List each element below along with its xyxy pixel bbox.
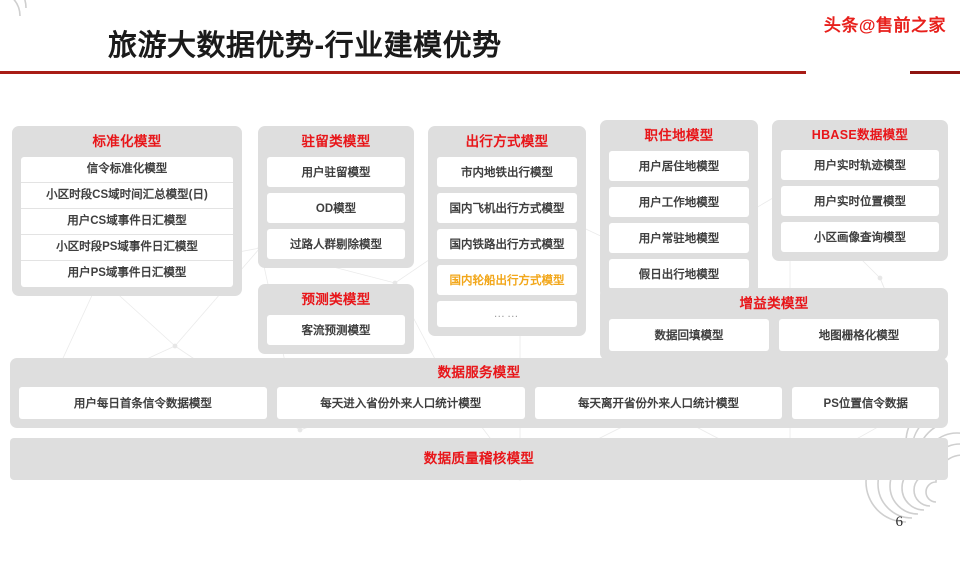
group-work-home[interactable]: 职住地模型 用户居住地模型 用户工作地模型 用户常驻地模型 假日出行地模型 bbox=[600, 120, 758, 298]
list-item-highlighted[interactable]: 国内轮船出行方式模型 bbox=[437, 264, 577, 295]
list-item[interactable]: 用户每日首条信令数据模型 bbox=[19, 386, 267, 419]
page-number: 6 bbox=[895, 514, 904, 530]
header-divider-line bbox=[0, 71, 806, 74]
list-item[interactable]: 地图栅格化模型 bbox=[779, 318, 939, 351]
header-divider-stub bbox=[910, 71, 960, 74]
group-standardization-title: 标准化模型 bbox=[92, 134, 162, 149]
list-item[interactable]: 国内铁路出行方式模型 bbox=[437, 228, 577, 259]
list-item[interactable]: 用户驻留模型 bbox=[267, 156, 405, 187]
list-item[interactable]: 用户居住地模型 bbox=[609, 150, 749, 181]
list-item[interactable]: 用户CS域事件日汇模型 bbox=[21, 207, 233, 234]
list-item[interactable]: 客流预测模型 bbox=[267, 314, 405, 345]
group-data-quality-title: 数据质量稽核模型 bbox=[423, 451, 535, 467]
list-item[interactable]: 用户常驻地模型 bbox=[609, 222, 749, 253]
list-item[interactable]: 小区画像查询模型 bbox=[781, 221, 939, 252]
list-item[interactable]: 市内地铁出行模型 bbox=[437, 156, 577, 187]
list-item[interactable]: 每天进入省份外来人口统计模型 bbox=[276, 386, 525, 419]
group-standardization[interactable]: 标准化模型 信令标准化模型 小区时段CS域时间汇总模型(日) 用户CS域事件日汇… bbox=[12, 126, 242, 296]
watermark-label: 头条@售前之家 bbox=[823, 16, 946, 35]
list-item[interactable]: 信令标准化模型 bbox=[86, 162, 168, 175]
list-item[interactable]: 小区时段PS域事件日汇模型 bbox=[21, 234, 233, 260]
slide-header: 旅游大数据优势-行业建模优势 头条@售前之家 bbox=[0, 0, 960, 80]
list-item[interactable]: 每天离开省份外来人口统计模型 bbox=[534, 386, 783, 419]
group-travel-mode[interactable]: 出行方式模型 市内地铁出行模型 国内飞机出行方式模型 国内铁路出行方式模型 国内… bbox=[428, 126, 586, 336]
page-title: 旅游大数据优势-行业建模优势 bbox=[108, 30, 502, 62]
group-hbase-title: HBASE数据模型 bbox=[811, 128, 909, 142]
group-stay[interactable]: 驻留类模型 用户驻留模型 OD模型 过路人群剔除模型 bbox=[258, 126, 414, 268]
model-architecture-board: 标准化模型 信令标准化模型 小区时段CS域时间汇总模型(日) 用户CS域事件日汇… bbox=[0, 80, 960, 540]
group-data-service-list: 用户每日首条信令数据模型 每天进入省份外来人口统计模型 每天离开省份外来人口统计… bbox=[10, 386, 948, 428]
group-forecast-list: 客流预测模型 bbox=[258, 314, 414, 354]
group-hbase-list: 用户实时轨迹模型 用户实时位置模型 小区画像查询模型 bbox=[772, 149, 948, 261]
group-data-quality[interactable]: 数据质量稽核模型 bbox=[10, 438, 948, 480]
group-gain-title: 增益类模型 bbox=[739, 296, 809, 311]
list-item[interactable]: 小区时段CS域时间汇总模型(日) bbox=[21, 181, 233, 208]
list-item[interactable]: PS位置信令数据 bbox=[792, 386, 939, 419]
group-forecast-title: 预测类模型 bbox=[301, 292, 371, 307]
list-item[interactable]: 国内飞机出行方式模型 bbox=[437, 192, 577, 223]
list-item[interactable]: 假日出行地模型 bbox=[609, 258, 749, 289]
list-item[interactable]: 用户PS域事件日汇模型 bbox=[21, 260, 233, 286]
group-travel-mode-title: 出行方式模型 bbox=[465, 134, 549, 149]
list-item[interactable]: 过路人群剔除模型 bbox=[267, 228, 405, 259]
group-travel-mode-list: 市内地铁出行模型 国内飞机出行方式模型 国内铁路出行方式模型 国内轮船出行方式模… bbox=[428, 156, 586, 336]
group-stay-title: 驻留类模型 bbox=[301, 134, 371, 149]
list-item[interactable]: 用户工作地模型 bbox=[609, 186, 749, 217]
list-item[interactable]: 用户实时轨迹模型 bbox=[781, 149, 939, 180]
list-item[interactable]: 数据回填模型 bbox=[609, 318, 769, 351]
list-item[interactable]: OD模型 bbox=[267, 192, 405, 223]
group-data-service[interactable]: 数据服务模型 用户每日首条信令数据模型 每天进入省份外来人口统计模型 每天离开省… bbox=[10, 358, 948, 428]
group-hbase[interactable]: HBASE数据模型 用户实时轨迹模型 用户实时位置模型 小区画像查询模型 bbox=[772, 120, 948, 261]
list-item-ellipsis: …… bbox=[437, 300, 577, 327]
group-work-home-title: 职住地模型 bbox=[644, 128, 714, 143]
group-forecast[interactable]: 预测类模型 客流预测模型 bbox=[258, 284, 414, 354]
group-stay-list: 用户驻留模型 OD模型 过路人群剔除模型 bbox=[258, 156, 414, 268]
list-item[interactable]: 用户实时位置模型 bbox=[781, 185, 939, 216]
group-gain[interactable]: 增益类模型 数据回填模型 地图栅格化模型 bbox=[600, 288, 948, 360]
group-data-service-title: 数据服务模型 bbox=[437, 365, 521, 380]
group-gain-list: 数据回填模型 地图栅格化模型 bbox=[600, 318, 948, 360]
group-work-home-list: 用户居住地模型 用户工作地模型 用户常驻地模型 假日出行地模型 bbox=[600, 150, 758, 298]
group-standardization-card: 信令标准化模型 小区时段CS域时间汇总模型(日) 用户CS域事件日汇模型 小区时… bbox=[21, 156, 233, 287]
